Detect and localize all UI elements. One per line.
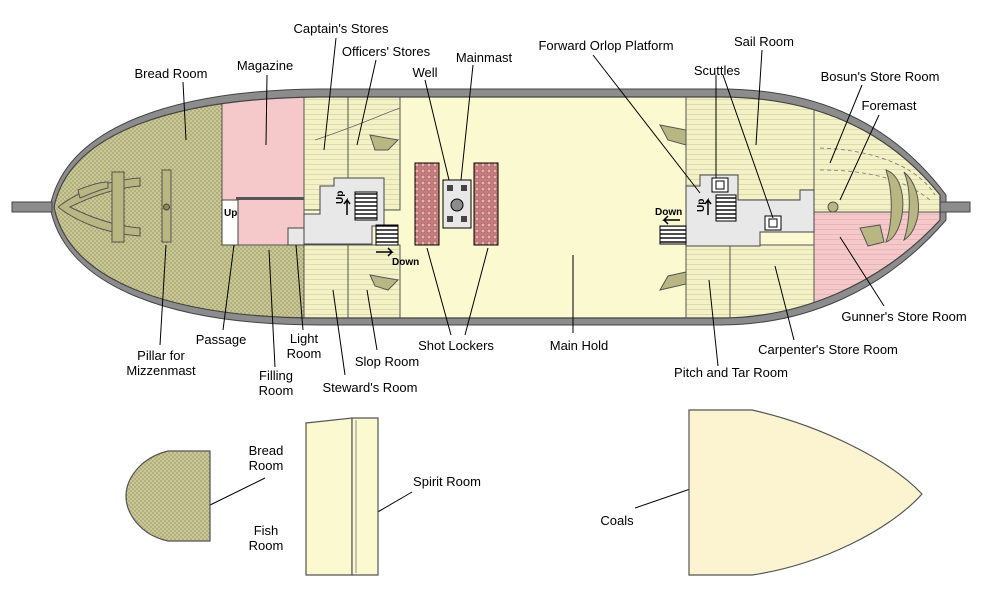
label-pitch-and-tar-room: Pitch and Tar Room [674, 365, 788, 380]
label-filling-room: Filling Room [258, 368, 294, 398]
shot-locker-right [473, 162, 499, 246]
stern-post [11, 201, 53, 213]
label-main-hold: Main Hold [549, 338, 609, 353]
scuttle-1-inner [715, 180, 725, 190]
label-shot-lockers: Shot Lockers [418, 338, 494, 353]
up-marker-magazine: Up [224, 208, 237, 219]
label-coals: Coals [600, 513, 634, 528]
up-arrow-aft [343, 197, 351, 215]
well-pump-4 [461, 216, 467, 222]
well-pump-1 [447, 185, 453, 191]
well-pump-3 [447, 216, 453, 222]
up-marker-aft: Up [335, 191, 346, 204]
hold-curve [314, 107, 401, 141]
spirit-room [351, 417, 379, 576]
label-spirit-room: Spirit Room [413, 474, 481, 489]
scuttle-2-inner [768, 218, 778, 228]
mainmast-circle [450, 198, 464, 212]
aft-hatch-post-2 [369, 274, 400, 291]
label-sail-room: Sail Room [734, 34, 794, 49]
fwd-hatch-post [659, 124, 687, 146]
label-slop-room: Slop Room [354, 354, 420, 369]
magazine-wall [236, 197, 304, 200]
up-arrow-forward [704, 197, 712, 215]
light-room [287, 227, 305, 246]
bow-framing [859, 169, 919, 247]
bread-room-area-lower [222, 245, 304, 318]
down-arrow-forward [662, 215, 680, 225]
hull-inner [53, 96, 941, 319]
magazine-passage [221, 199, 239, 246]
shot-locker-left [414, 162, 440, 246]
forward-down-stairs [659, 225, 687, 245]
down-marker-aft: Down [392, 257, 419, 268]
stern-framing [57, 171, 141, 243]
fish-room [305, 417, 353, 576]
label-foremast: Foremast [861, 98, 917, 113]
aft-down-stairs [375, 224, 399, 246]
foremast-circle [827, 201, 839, 213]
label-magazine: Magazine [236, 58, 294, 73]
label-officers-stores: Officers' Stores [341, 44, 431, 59]
label-well: Well [412, 65, 438, 80]
label-scuttles: Scuttles [693, 63, 741, 78]
label-bread-room: Bread Room [134, 66, 208, 81]
label-fish-room: Fish Room [248, 523, 284, 553]
well-pump-2 [461, 185, 467, 191]
coals-area [688, 409, 923, 576]
lower-bread-room [125, 450, 211, 542]
label-bosuns-store-room: Bosun's Store Room [820, 69, 940, 84]
fwd-hatch-post-2 [658, 271, 687, 291]
label-mainmast: Mainmast [455, 50, 513, 65]
up-marker-forward: Up [696, 199, 707, 212]
pitch-tar-area [685, 244, 731, 318]
aft-ladder [354, 191, 378, 221]
label-gunners-store-room: Gunner's Store Room [841, 309, 967, 324]
label-passage: Passage [195, 332, 247, 347]
leader-lines [159, 37, 885, 521]
label-light-room: Light Room [286, 331, 322, 361]
label-stewards-room: Steward's Room [322, 380, 418, 395]
stewards-room-area [303, 244, 349, 318]
label-forward-orlop-platform: Forward Orlop Platform [538, 38, 674, 53]
forward-ladder [715, 194, 737, 222]
label-captains-stores: Captain's Stores [293, 21, 389, 36]
bosun-dash-curve-2 [819, 169, 931, 201]
label-carpenters-store-room: Carpenter's Store Room [758, 342, 898, 357]
down-marker-forward: Down [655, 207, 682, 218]
forward-platform [685, 174, 815, 247]
mizzen-pillar-cap [163, 203, 170, 211]
aft-hatch-post [369, 134, 400, 151]
down-arrow-aft [376, 247, 394, 257]
label-pillar-for-mizzenmast: Pillar for Mizzenmast [126, 348, 196, 378]
label-lower-bread-room: Bread Room [248, 443, 284, 473]
